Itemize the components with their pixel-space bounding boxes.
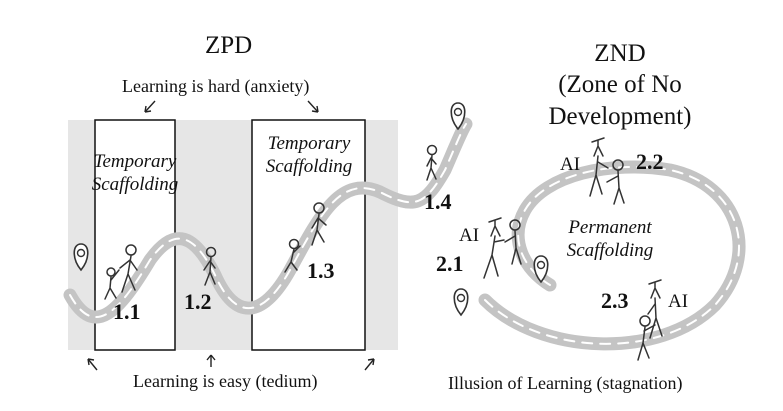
- arrow-icon: [144, 100, 156, 113]
- arrow-icon: [307, 100, 319, 113]
- scaffold-left-line1: Temporary: [93, 151, 177, 172]
- ai-label: AI: [560, 154, 581, 175]
- person-walking-icon: [426, 144, 438, 181]
- location-pin-icon: [450, 102, 466, 131]
- arrow-icon: [364, 358, 375, 371]
- scaffold-left-line2: Scaffolding: [91, 173, 179, 195]
- zpd-title: ZPD: [205, 32, 253, 59]
- permanent-line1: Permanent: [568, 217, 652, 238]
- illusion-of-learning-note: Illusion of Learning (stagnation): [448, 373, 683, 393]
- scaffold-right-label: Temporary Scaffolding: [258, 133, 360, 179]
- location-pin-icon: [533, 255, 549, 284]
- step-label-2-2: 2.2: [636, 149, 664, 174]
- person-with-ai-robot-icon: [483, 217, 522, 279]
- ai-label: AI: [459, 225, 480, 246]
- person-with-ai-robot-icon: [589, 137, 625, 205]
- person-walking-icon: [203, 246, 217, 286]
- scaffold-right-line2: Scaffolding: [265, 155, 353, 177]
- step-label-1-4: 1.4: [424, 189, 452, 214]
- znd-title: ZND (Zone of No Development): [520, 38, 720, 132]
- learning-easy-note: Learning is easy (tedium): [133, 371, 318, 391]
- znd-title-line1: ZND: [594, 40, 646, 67]
- scaffold-right-line1: Temporary: [267, 133, 351, 154]
- adult-helping-child-icon: [104, 244, 138, 300]
- znd-title-line2: (Zone of No: [558, 71, 682, 99]
- znd-title-line3: Development): [548, 102, 692, 130]
- climbers-icon: [284, 202, 327, 273]
- scaffold-left-label: Temporary Scaffolding: [86, 151, 184, 197]
- ai-label: AI: [668, 291, 689, 312]
- step-label-1-2: 1.2: [184, 289, 212, 314]
- location-pin-icon: [73, 243, 89, 272]
- znd-loop-path: [478, 160, 746, 351]
- permanent-line2: Scaffolding: [566, 239, 654, 261]
- step-label-1-1: 1.1: [113, 299, 141, 324]
- step-label-2-3: 2.3: [601, 288, 629, 313]
- learning-hard-note: Learning is hard (anxiety): [122, 76, 310, 96]
- person-with-ai-robot-icon: [637, 279, 663, 361]
- location-pin-icon: [453, 288, 469, 317]
- arrow-icon: [87, 358, 98, 371]
- zpd-path: [63, 117, 473, 324]
- permanent-scaffolding-label: Permanent Scaffolding: [555, 217, 665, 263]
- step-label-2-1: 2.1: [436, 251, 464, 276]
- step-label-1-3: 1.3: [307, 258, 335, 283]
- arrow-icon: [206, 354, 216, 367]
